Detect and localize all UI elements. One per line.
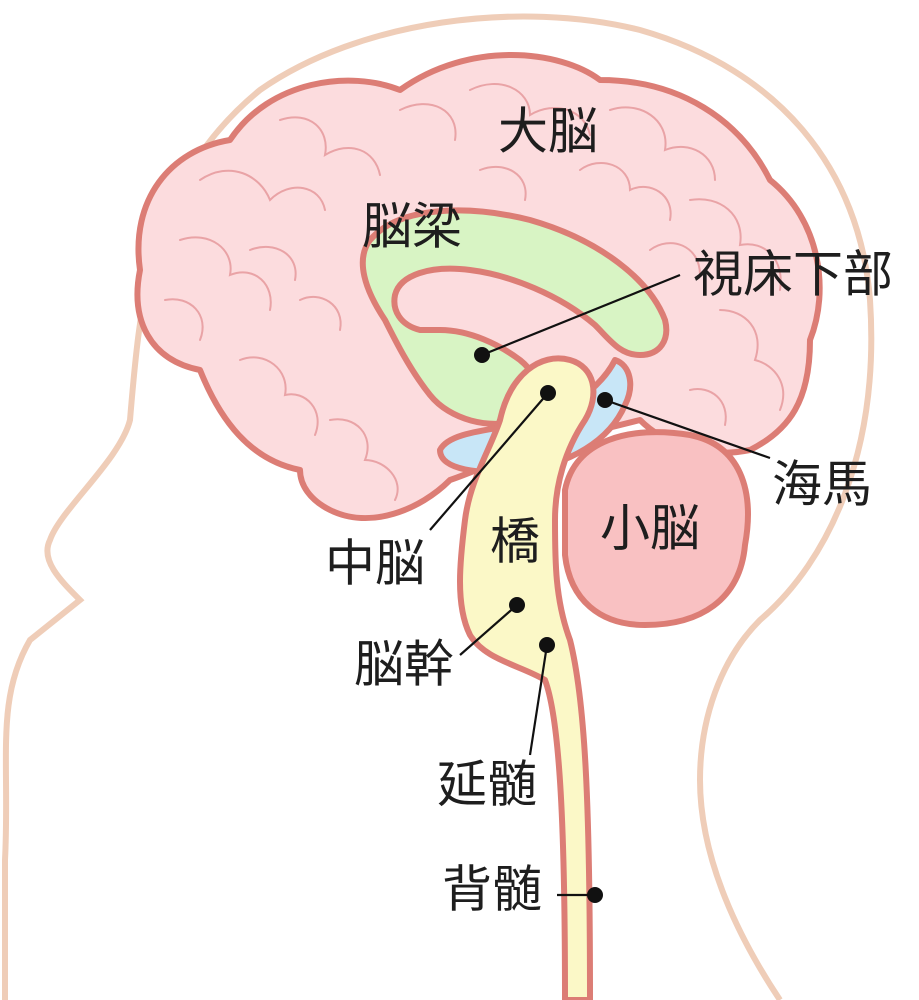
- leader-hypothalamus: [481, 273, 681, 357]
- brainstem-shape: [457, 355, 597, 1000]
- leader-medulla: [528, 644, 549, 756]
- label-cerebrum: 大脳: [498, 103, 598, 161]
- dot-hippocampus: [597, 392, 613, 408]
- leader-lines: [429, 273, 771, 903]
- label-pons: 橋: [490, 513, 540, 571]
- label-corpus-callosum: 脳梁: [362, 198, 462, 256]
- dot-brainstem: [509, 597, 525, 613]
- leader-brainstem: [459, 604, 518, 656]
- leader-hippocampus: [604, 398, 771, 460]
- label-medulla: 延髄: [437, 756, 537, 814]
- head-outline: [2, 13, 875, 1000]
- dot-medulla: [539, 637, 555, 653]
- label-midbrain: 中脳: [325, 535, 425, 593]
- label-cerebellum: 小脳: [600, 500, 700, 558]
- label-spinal-cord: 背髄: [442, 861, 542, 919]
- gyri-pattern: [164, 83, 785, 501]
- dot-spinal-cord: [587, 887, 603, 903]
- dot-midbrain: [540, 385, 556, 401]
- label-brainstem: 脳幹: [354, 636, 454, 694]
- dot-hypothalamus: [474, 347, 490, 363]
- label-hypothalamus: 視床下部: [693, 246, 893, 304]
- cerebellum-shape: [562, 429, 751, 628]
- label-hippocampus: 海馬: [772, 456, 872, 514]
- leader-midbrain: [429, 392, 549, 531]
- corpus-callosum-shape: [359, 207, 670, 427]
